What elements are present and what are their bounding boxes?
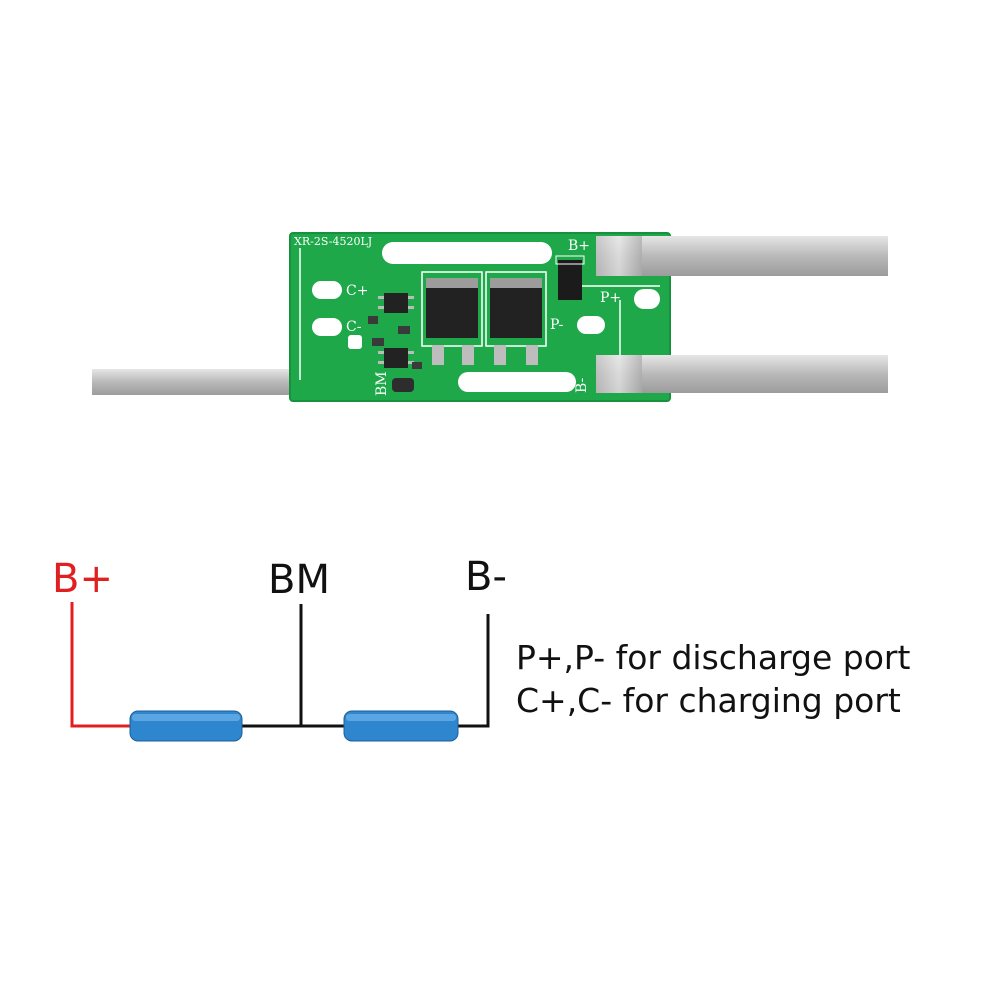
ic-2: [384, 348, 408, 368]
terminal-label-b-plus: B+: [52, 556, 113, 602]
pad-bottom: [458, 372, 576, 392]
pcb-label-c-plus: C+: [346, 283, 368, 299]
b-minus-nickel-strip: [596, 355, 888, 393]
note-discharge-port: P+,P- for discharge port: [516, 638, 911, 677]
terminal-label-b-minus: B-: [465, 554, 507, 600]
note-charging-port: C+,C- for charging port: [516, 681, 901, 720]
diode: [558, 260, 582, 300]
battery-cell-1: [129, 710, 243, 742]
pad-p-minus: [577, 316, 605, 334]
mosfet-1-tab: [426, 278, 478, 290]
pad-c-plus: [312, 281, 342, 299]
pad-p-plus: [634, 289, 660, 309]
terminal-label-bm: BM: [268, 557, 330, 603]
pcb-label-p-minus: P-: [550, 317, 564, 333]
pcb-label-c-minus: C-: [346, 319, 362, 335]
pad-c-minus: [312, 318, 342, 336]
pcb-label-p-plus: P+: [600, 290, 621, 306]
mosfet-2: [490, 288, 542, 338]
pad-top: [382, 242, 552, 264]
ic-1: [384, 293, 408, 313]
mosfet-1: [426, 288, 478, 338]
pcb-label-bm: BM: [374, 371, 390, 396]
pcb-model: XR-2S-4520LJ: [294, 235, 372, 248]
battery-cell-2: [343, 710, 459, 742]
b-plus-nickel-strip: [596, 236, 888, 276]
pcb-label-b-minus: B-: [574, 377, 590, 393]
pcb-label-b-plus: B+: [568, 238, 590, 254]
b-minus-wire: [456, 614, 490, 728]
mosfet-2-tab: [490, 278, 542, 290]
b-plus-wire: [70, 602, 132, 728]
